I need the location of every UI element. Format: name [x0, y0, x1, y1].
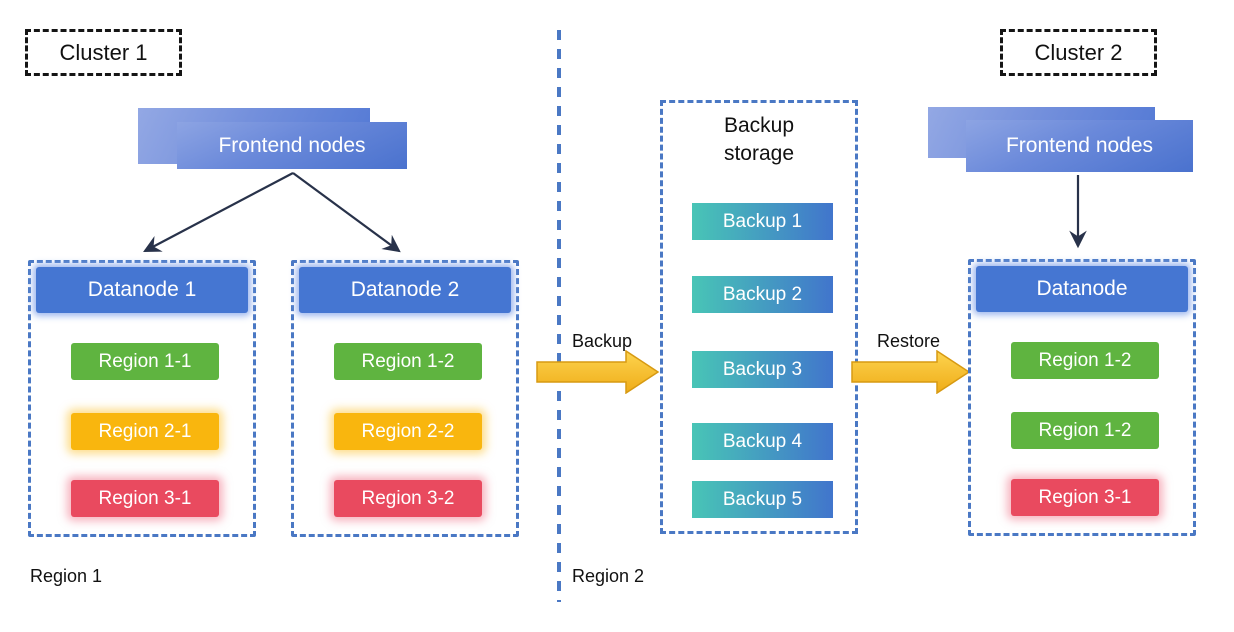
datanode2-title: Datanode 2 [350, 278, 460, 301]
region-box: Region 3-1 [1011, 479, 1159, 516]
backup-storage-title: Backup storage [723, 114, 795, 165]
datanode1-container: Datanode 1 Region 1-1 Region 2-1 Region … [28, 260, 256, 537]
restore-flow-label: Restore [877, 331, 941, 351]
region2-zone-label: Region 2 [572, 566, 645, 586]
datanode2-container: Datanode 2 Region 1-2 Region 2-2 Region … [291, 260, 519, 537]
region-box: Region 1-2 [1011, 342, 1159, 379]
backup-flow-label: Backup [572, 331, 633, 351]
cluster1-label-box: Cluster 1 [25, 29, 182, 76]
region-box: Region 2-2 [334, 413, 482, 450]
frontend-to-datanode2-arrow [292, 172, 401, 253]
region-box: Region 3-1 [71, 480, 219, 517]
region-box: Region 3-2 [334, 480, 482, 517]
datanode1-title: Datanode 1 [87, 278, 197, 301]
backup-item: Backup 3 [692, 351, 833, 388]
backup-item: Backup 2 [692, 276, 833, 313]
cluster2-label: Cluster 2 [1034, 39, 1123, 65]
region-box: Region 2-1 [71, 413, 219, 450]
cluster1-label: Cluster 1 [59, 39, 148, 65]
frontend-to-datanode1-arrow [143, 172, 294, 253]
cluster2-label-box: Cluster 2 [1000, 29, 1157, 76]
backup-storage-container: Backup storage Backup 1 Backup 2 Backup … [660, 100, 858, 534]
datanode1-header: Datanode 1 [36, 267, 248, 313]
frontend-nodes-box-cluster2: Frontend nodes [966, 120, 1193, 172]
datanode-title-cluster2: Datanode [1036, 277, 1128, 300]
frontend-nodes-label-cluster2: Frontend nodes [1005, 134, 1154, 157]
region-box: Region 1-2 [334, 343, 482, 380]
region-divider-line [557, 30, 561, 602]
frontend-nodes-label-cluster1: Frontend nodes [218, 133, 366, 157]
datanode-header-cluster2: Datanode [976, 266, 1188, 312]
datanode2-header: Datanode 2 [299, 267, 511, 313]
frontend-nodes-box-cluster1: Frontend nodes [177, 122, 407, 169]
region1-zone-label: Region 1 [30, 566, 103, 586]
backup-item: Backup 5 [692, 481, 833, 518]
datanode-container-cluster2: Datanode Region 1-2 Region 1-2 Region 3-… [968, 259, 1196, 536]
backup-item: Backup 4 [692, 423, 833, 460]
restore-arrow-icon [851, 350, 971, 394]
region-box: Region 1-1 [71, 343, 219, 380]
region-box: Region 1-2 [1011, 412, 1159, 449]
backup-arrow-icon [536, 350, 660, 394]
backup-item: Backup 1 [692, 203, 833, 240]
